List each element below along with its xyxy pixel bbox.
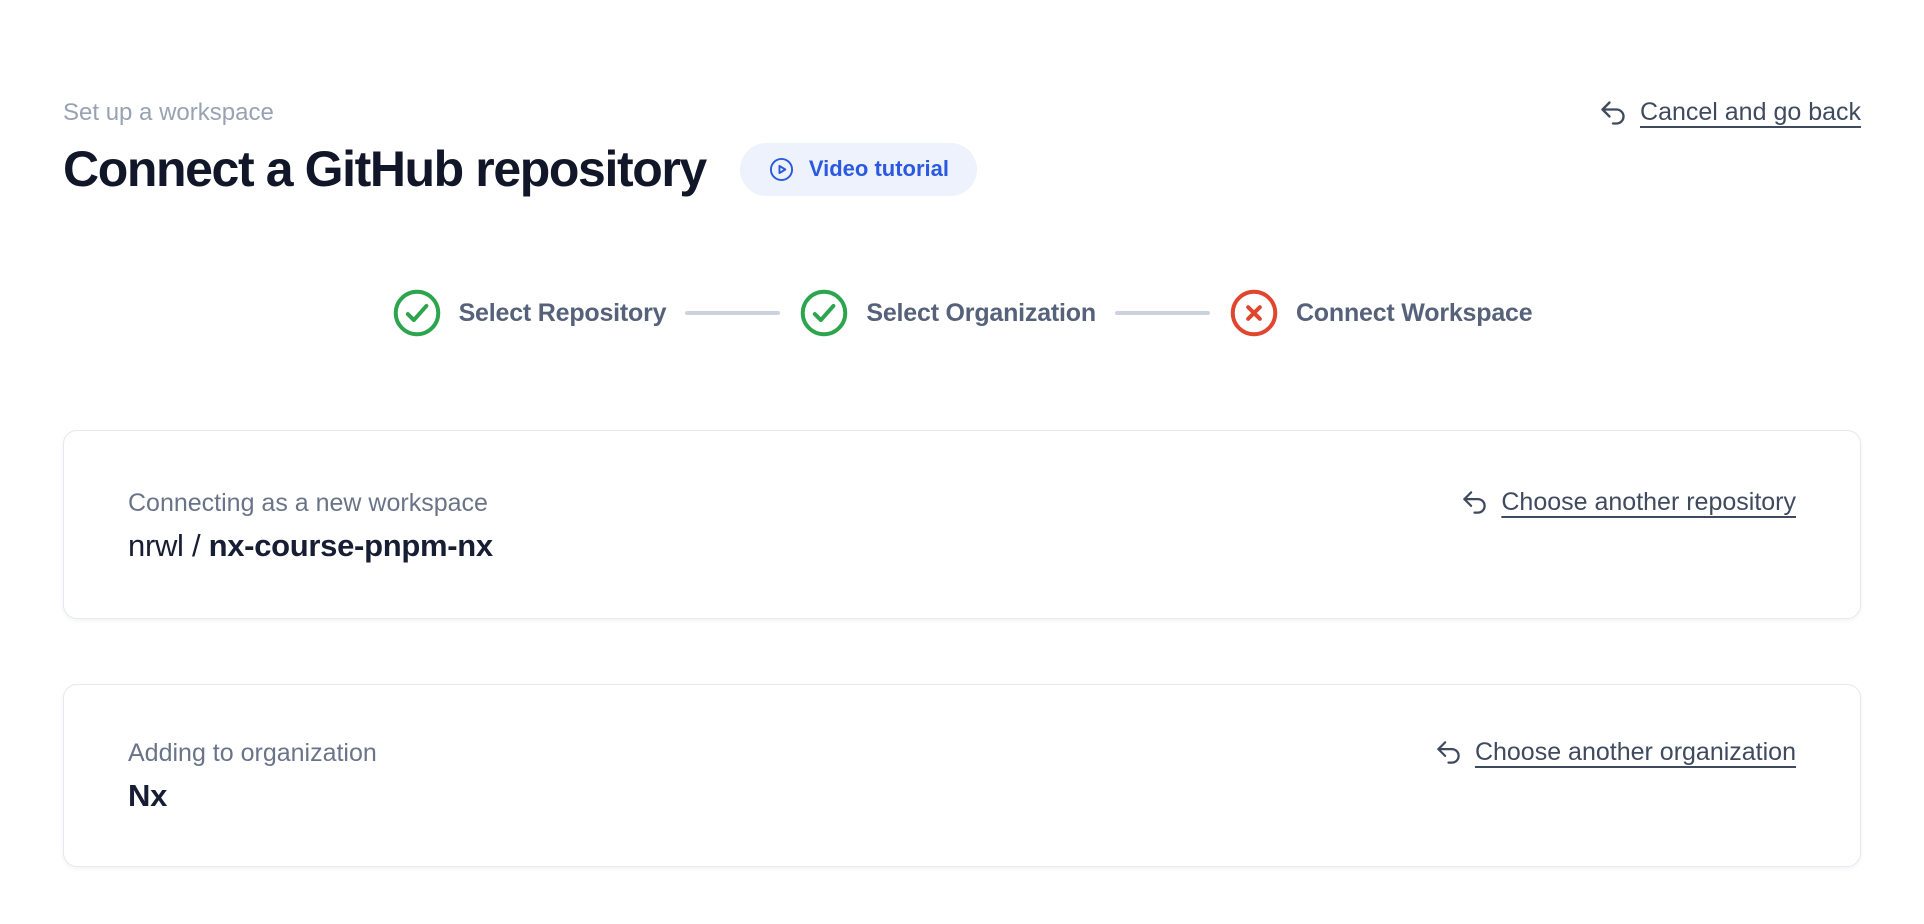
repository-owner: nrwl / <box>128 528 201 563</box>
page-title: Connect a GitHub repository <box>63 141 707 197</box>
choose-another-organization-link[interactable]: Choose another organization <box>1435 738 1796 767</box>
repository-card: Connecting as a new workspace nrwl / nx-… <box>63 430 1861 619</box>
cancel-and-go-back-link[interactable]: Cancel and go back <box>1599 98 1861 127</box>
step-label: Select Repository <box>458 298 667 327</box>
step-connect-workspace: Connect Workspace <box>1229 288 1533 338</box>
setup-stepper: Select Repository Select Organization Co… <box>63 288 1861 338</box>
page-header: Set up a workspace Connect a GitHub repo… <box>63 0 1861 198</box>
choose-another-repository-label: Choose another repository <box>1501 488 1796 516</box>
organization-name: Nx <box>128 777 377 815</box>
step-label: Select Organization <box>866 298 1096 327</box>
step-complete-check-icon <box>393 289 440 337</box>
cancel-and-go-back-label: Cancel and go back <box>1640 98 1861 126</box>
title-row: Connect a GitHub repository Video tutori… <box>63 140 977 198</box>
step-label: Connect Workspace <box>1295 298 1533 327</box>
organization-card-label: Adding to organization <box>128 739 377 767</box>
undo-arrow-icon <box>1461 489 1488 516</box>
repository-slug: nx-course-pnpm-nx <box>208 528 494 563</box>
choose-another-repository-link[interactable]: Choose another repository <box>1461 488 1796 517</box>
organization-value: Nx <box>128 778 168 813</box>
eyebrow-text: Set up a workspace <box>63 99 274 126</box>
video-tutorial-label: Video tutorial <box>808 156 949 181</box>
organization-card: Adding to organization Nx Choose another… <box>63 684 1861 867</box>
step-select-organization: Select Organization <box>799 288 1096 338</box>
undo-arrow-icon <box>1599 99 1627 127</box>
repository-name: nrwl / nx-course-pnpm-nx <box>128 527 493 565</box>
stepper-connector <box>685 311 781 315</box>
organization-card-info: Adding to organization Nx <box>128 738 377 815</box>
choose-another-organization-label: Choose another organization <box>1474 738 1796 766</box>
video-tutorial-button[interactable]: Video tutorial <box>739 142 977 196</box>
stepper-connector <box>1114 311 1210 315</box>
step-select-repository: Select Repository <box>392 288 667 338</box>
header-titles: Set up a workspace Connect a GitHub repo… <box>63 98 977 198</box>
setup-workspace-page: Set up a workspace Connect a GitHub repo… <box>63 0 1861 867</box>
repository-card-info: Connecting as a new workspace nrwl / nx-… <box>128 488 493 565</box>
step-complete-check-icon <box>801 289 848 337</box>
repository-card-label: Connecting as a new workspace <box>128 489 488 517</box>
step-error-x-icon <box>1230 289 1278 337</box>
play-circle-icon <box>768 156 795 183</box>
undo-arrow-icon <box>1435 739 1462 766</box>
